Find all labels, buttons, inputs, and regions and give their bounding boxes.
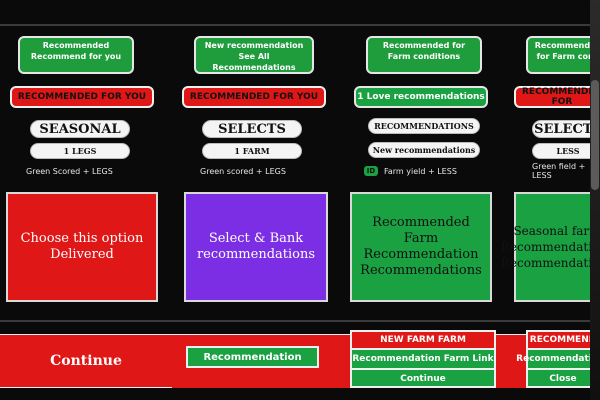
badge-icon: ID: [364, 166, 378, 176]
footer-panel-2-row[interactable]: Recommendations: [516, 350, 600, 370]
scrollbar-thumb[interactable]: [591, 80, 599, 190]
option-column-4: Recommended for Farm cond RECOMMENDED FO…: [501, 0, 600, 330]
option-subtitle-pill: LESS: [532, 143, 600, 159]
footer-panel-2-row[interactable]: Close: [549, 374, 577, 384]
footer-panel-2-header: RECOMMEND: [528, 332, 598, 350]
option-meta-text: Green Scored + LEGS: [26, 166, 113, 176]
option-card-text: Seasonal farm Recommendations Recommenda…: [500, 224, 600, 270]
option-subtitle-pill: New recommendations: [368, 142, 480, 158]
option-meta-text: Farm yield + LESS: [384, 166, 457, 176]
option-title-pill: SEASONAL: [30, 120, 130, 138]
option-tag: New recommendation See All Recommendatio…: [194, 36, 314, 74]
option-title-pill: SELECTS: [202, 120, 302, 138]
footer-panel-1-row[interactable]: Continue: [400, 374, 446, 384]
option-card-text: Select & Bank recommendations: [196, 231, 316, 262]
option-column-2: New recommendation See All Recommendatio…: [172, 0, 328, 330]
option-meta: Green Scored + LEGS: [26, 165, 113, 177]
option-red-label: RECOMMENDED FOR: [514, 86, 600, 108]
option-column-3: Recommended for Farm conditions 1 Love r…: [344, 0, 494, 330]
top-divider: [0, 24, 600, 26]
option-column-1: Recommended Recommend for you RECOMMENDE…: [0, 0, 158, 330]
option-subtitle-pill: 1 FARM: [202, 143, 302, 159]
option-card-text: Choose this option Delivered: [20, 231, 144, 262]
option-meta: ID Farm yield + LESS: [364, 165, 457, 177]
option-card-text: Recommended Farm Recommendation Recommen…: [360, 215, 482, 278]
footer-panel-1[interactable]: NEW FARM FARM Recommendation Farm Link C…: [350, 330, 496, 388]
option-meta-text: Green scored + LEGS: [200, 166, 286, 176]
bottom-divider: [0, 320, 600, 322]
footer-panel-1-row[interactable]: Recommendation Farm Link: [352, 350, 494, 370]
option-card[interactable]: Select & Bank recommendations: [184, 192, 328, 302]
option-card[interactable]: Seasonal farm Recommendations Recommenda…: [501, 192, 600, 302]
option-meta-text: Green field + LESS: [532, 162, 586, 180]
option-subtitle-pill: 1 LEGS: [30, 143, 130, 159]
option-red-label: RECOMMENDED FOR YOU: [182, 86, 326, 108]
option-tag: Recommended for Farm cond: [526, 36, 600, 74]
option-title-pill: RECOMMENDATIONS: [368, 118, 480, 134]
option-meta: Green scored + LEGS: [200, 165, 286, 177]
footer-panel-2[interactable]: RECOMMEND Recommendations Close: [516, 330, 600, 388]
option-card[interactable]: Choose this option Delivered: [6, 192, 158, 302]
option-green-label: 1 Love recommendations: [354, 86, 488, 108]
continue-label: Continue: [50, 353, 122, 369]
option-tag: Recommended Recommend for you: [18, 36, 134, 74]
option-card[interactable]: Recommended Farm Recommendation Recommen…: [350, 192, 492, 302]
option-title-pill: SELECTS: [532, 120, 600, 138]
recommendation-button[interactable]: Recommendation: [186, 346, 319, 368]
continue-button[interactable]: Continue: [0, 334, 172, 388]
footer-panel-1-header: NEW FARM FARM: [352, 332, 494, 350]
option-meta: Green field + LESS: [532, 162, 600, 180]
scrollbar[interactable]: [590, 0, 600, 400]
option-tag: Recommended for Farm conditions: [366, 36, 482, 74]
option-red-label: RECOMMENDED FOR YOU: [10, 86, 154, 108]
